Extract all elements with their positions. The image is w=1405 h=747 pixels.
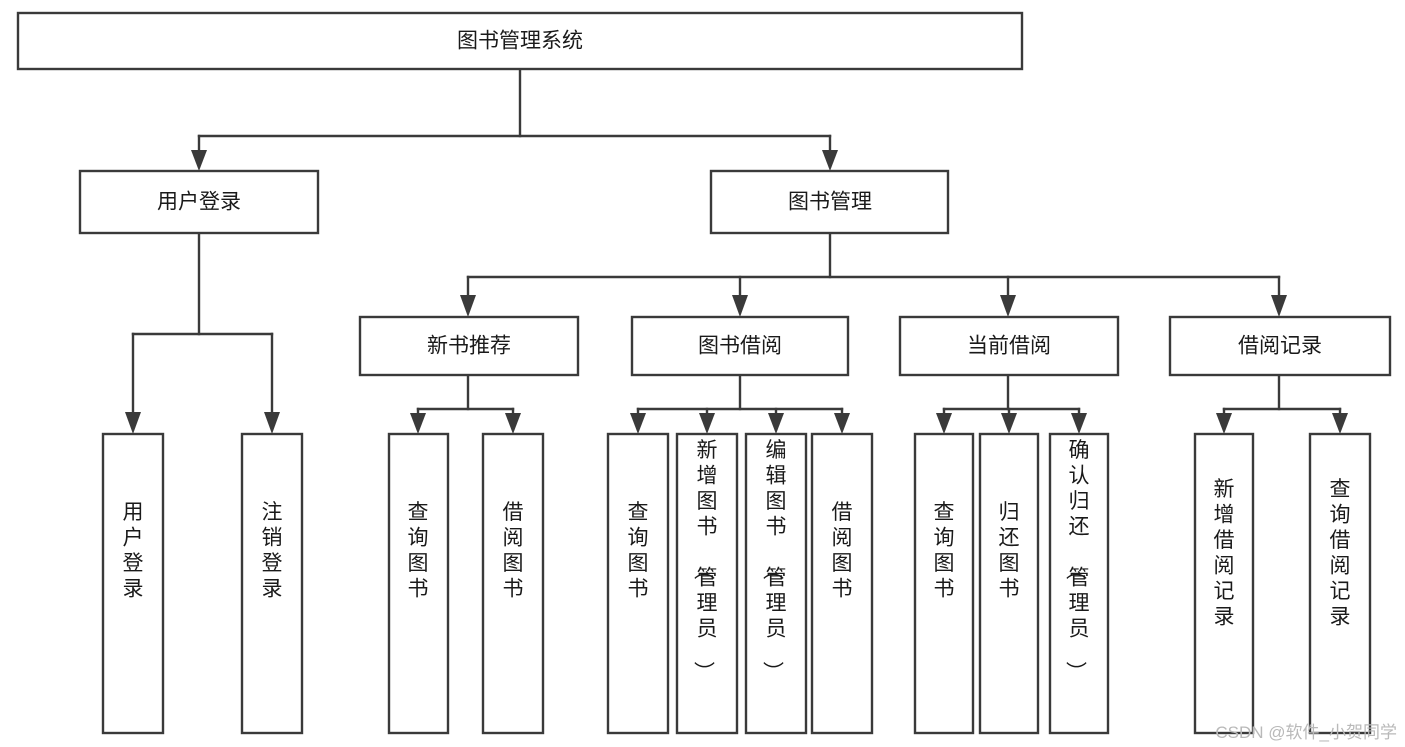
arrow-head-user-login (191, 150, 207, 171)
node-leaf-query-book-current-rect[interactable] (913, 432, 975, 735)
node-leaf-query-book-recommend-label: 查询图书 (408, 501, 429, 601)
node-leaf-logout-rect[interactable] (240, 432, 304, 735)
node-leaf-query-borrow-record-label: 查询借阅记录 (1330, 478, 1351, 629)
node-leaf-logout-label: 注销登录 (262, 501, 283, 601)
arrow-head-leaf-logout (264, 412, 280, 434)
node-leaf-add-borrow-record-rect[interactable] (1193, 432, 1255, 735)
csdn-watermark: CSDN @软件_小贺同学 (1215, 723, 1397, 742)
node-user-login[interactable]: 用户登录 (78, 169, 320, 235)
node-leaf-user-login-label: 用户登录 (123, 501, 144, 601)
node-leaf-borrow-book-recommend-rect[interactable] (481, 432, 545, 735)
node-root[interactable]: 图书管理系统 (16, 11, 1024, 71)
connector-group-root (191, 67, 838, 171)
node-leaf-query-book-recommend-rect[interactable] (387, 432, 450, 735)
node-leaf-user-login[interactable]: 用户登录 (101, 432, 165, 735)
arrow-head-leaf-query-book-recommend (410, 413, 426, 434)
node-leaf-confirm-return-admin[interactable]: 确认归还（管理员） (1048, 432, 1110, 735)
node-book-management[interactable]: 图书管理 (709, 169, 950, 235)
node-leaf-edit-book-admin-rect[interactable] (744, 432, 808, 735)
node-leaf-confirm-return-admin-label: 确认归还（管理员） (1064, 439, 1090, 682)
node-current-borrow-label: 当前借阅 (967, 335, 1051, 358)
node-leaf-borrow-book-label: 借阅图书 (832, 501, 853, 601)
node-book-borrow-label: 图书借阅 (698, 335, 782, 358)
node-leaf-query-book-current[interactable]: 查询图书 (913, 432, 975, 735)
node-leaf-query-book-current-label: 查询图书 (934, 501, 955, 601)
arrow-head-leaf-add-borrow-record (1216, 413, 1232, 434)
arrow-head-book-management (822, 150, 838, 171)
arrow-head-new-book-recommend (460, 295, 476, 317)
arrow-head-leaf-user-login (125, 412, 141, 434)
arrow-head-leaf-borrow-book-recommend (505, 413, 521, 434)
node-borrow-record-rect[interactable] (1168, 315, 1392, 377)
connector-group-borrow-record (1216, 373, 1348, 434)
arrow-head-leaf-confirm-return-admin (1071, 413, 1087, 434)
node-leaf-return-book-rect[interactable] (978, 432, 1040, 735)
node-root-label: 图书管理系统 (457, 30, 583, 53)
node-leaf-user-login-rect[interactable] (101, 432, 165, 735)
arrow-head-leaf-query-borrow-record (1332, 413, 1348, 434)
node-borrow-record[interactable]: 借阅记录 (1168, 315, 1392, 377)
connector-group-book-borrow (630, 373, 850, 434)
node-leaf-edit-book-admin[interactable]: 编辑图书（管理员） (744, 432, 808, 735)
node-current-borrow-rect[interactable] (898, 315, 1120, 377)
node-leaf-edit-book-admin-label: 编辑图书（管理员） (761, 439, 787, 682)
node-leaf-borrow-book-rect[interactable] (810, 432, 874, 735)
node-book-management-rect[interactable] (709, 169, 950, 235)
node-leaf-return-book-label: 归还图书 (999, 501, 1020, 601)
arrow-head-leaf-edit-book-admin (768, 413, 784, 434)
node-leaf-query-book-recommend[interactable]: 查询图书 (387, 432, 450, 735)
node-leaf-borrow-book-recommend[interactable]: 借阅图书 (481, 432, 545, 735)
node-current-borrow[interactable]: 当前借阅 (898, 315, 1120, 377)
node-user-login-rect[interactable] (78, 169, 320, 235)
node-leaf-logout[interactable]: 注销登录 (240, 432, 304, 735)
node-leaf-add-borrow-record-label: 新增借阅记录 (1214, 478, 1235, 629)
node-new-book-recommend-label: 新书推荐 (427, 335, 511, 358)
arrow-head-leaf-query-book-current (936, 413, 952, 434)
node-user-login-label: 用户登录 (157, 191, 241, 214)
node-leaf-add-book-admin-label: 新增图书（管理员） (692, 439, 718, 682)
node-leaf-add-book-admin[interactable]: 新增图书（管理员） (675, 432, 739, 735)
node-leaf-return-book[interactable]: 归还图书 (978, 432, 1040, 735)
connector-group-new-book-recommend (410, 373, 521, 434)
node-leaf-query-book-borrow-rect[interactable] (606, 432, 670, 735)
arrow-head-leaf-return-book (1001, 413, 1017, 434)
node-leaf-borrow-book[interactable]: 借阅图书 (810, 432, 874, 735)
node-book-borrow-rect[interactable] (630, 315, 850, 377)
node-book-borrow[interactable]: 图书借阅 (630, 315, 850, 377)
node-leaf-query-borrow-record-rect[interactable] (1308, 432, 1372, 735)
node-leaf-query-borrow-record[interactable]: 查询借阅记录 (1308, 432, 1372, 735)
arrow-head-book-borrow (732, 295, 748, 317)
arrow-head-leaf-add-book-admin (699, 413, 715, 434)
node-borrow-record-label: 借阅记录 (1238, 335, 1322, 358)
node-new-book-recommend-rect[interactable] (358, 315, 580, 377)
node-leaf-query-book-borrow-label: 查询图书 (628, 501, 649, 601)
node-leaf-confirm-return-admin-rect[interactable] (1048, 432, 1110, 735)
connector-group-user-login (125, 231, 280, 434)
node-leaf-add-borrow-record[interactable]: 新增借阅记录 (1193, 432, 1255, 735)
arrow-head-leaf-borrow-book (834, 413, 850, 434)
node-leaf-query-book-borrow[interactable]: 查询图书 (606, 432, 670, 735)
node-leaf-borrow-book-recommend-label: 借阅图书 (503, 501, 524, 601)
arrow-head-leaf-query-book-borrow (630, 413, 646, 434)
arrow-head-current-borrow (1000, 295, 1016, 317)
node-root-rect[interactable] (16, 11, 1024, 71)
connector-group-book-management (460, 231, 1287, 317)
node-book-management-label: 图书管理 (788, 191, 872, 214)
arrow-head-borrow-record (1271, 295, 1287, 317)
node-leaf-add-book-admin-rect[interactable] (675, 432, 739, 735)
connector-group-current-borrow (936, 373, 1087, 434)
node-new-book-recommend[interactable]: 新书推荐 (358, 315, 580, 377)
